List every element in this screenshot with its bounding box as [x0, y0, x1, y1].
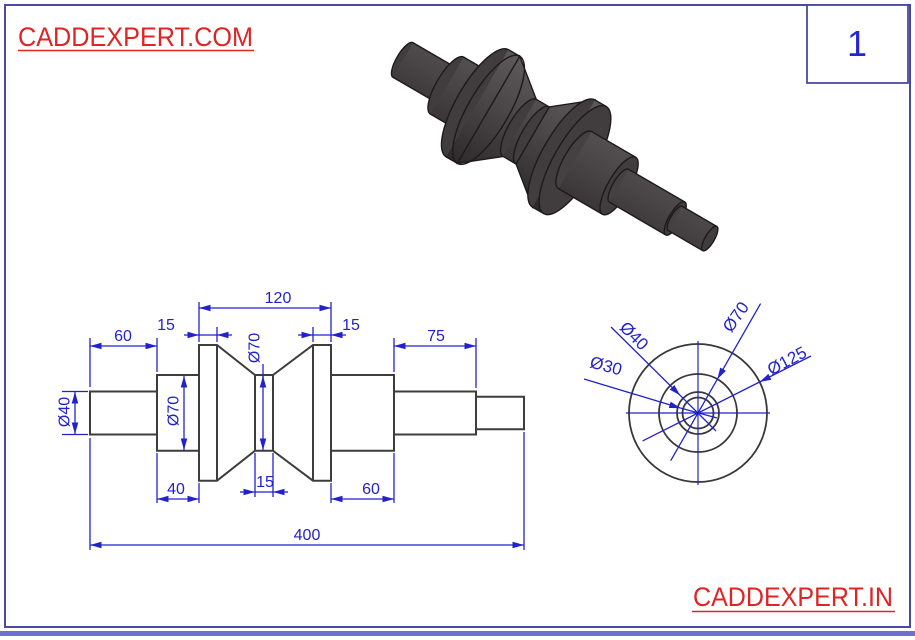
cylinder-end-cap [701, 225, 719, 252]
dim-text-15-left: 15 [157, 317, 175, 334]
dim-text-60-bottom: 60 [362, 481, 380, 498]
leader-d40 [610, 326, 681, 396]
dim-text-15-bottom: 15 [256, 474, 274, 491]
dim-text-75: 75 [427, 328, 445, 345]
flange-rim [451, 54, 526, 166]
cylinder-edges [558, 130, 637, 215]
leader-d125-tail [642, 381, 760, 442]
label-d30: Ø30 [588, 353, 624, 380]
part-outline [89, 344, 525, 482]
label-d40: Ø40 [616, 318, 652, 354]
part-profile [89, 344, 525, 482]
front-view: 60 15 120 15 75 Ø70 Ø40 Ø70 40 15 60 400 [57, 290, 525, 550]
dim-text-40: 40 [167, 481, 185, 498]
title-block: 1 [806, 4, 909, 84]
header-brand: CADDEXPERT.COM [18, 22, 254, 52]
leader-d125 [759, 355, 812, 383]
dim-text-120: 120 [265, 290, 292, 307]
cylinder-edges [609, 168, 686, 236]
leader-d30 [583, 378, 681, 409]
dim-text-400: 400 [294, 527, 321, 544]
footer-site-text: CADDEXPERT.IN [693, 582, 893, 612]
dim-text-15-right: 15 [342, 317, 360, 334]
flange-body [446, 49, 520, 164]
cylinder-edges [667, 205, 718, 252]
title-block-box [806, 4, 909, 84]
header-site-text: CADDEXPERT.COM [18, 22, 253, 52]
leader-d70-tail [670, 378, 718, 462]
end-view-leaders [583, 303, 812, 462]
dim-text-shaft-dia: Ø40 [57, 397, 74, 427]
page-border [4, 4, 911, 628]
end-view: Ø30 Ø40 Ø70 Ø125 [583, 298, 812, 485]
label-d125: Ø125 [764, 343, 810, 379]
leader-d70 [716, 303, 762, 380]
label-d70: Ø70 [719, 298, 753, 335]
front-dimensions [62, 302, 525, 550]
dim-text-groove-dia: Ø70 [247, 333, 264, 363]
isometric-view [390, 41, 719, 252]
footer-brand: CADDEXPERT.IN [692, 582, 895, 613]
cylinder-body [558, 131, 636, 215]
dim-text-hub-dia: Ø70 [166, 396, 183, 426]
dim-text-60-top: 60 [114, 328, 132, 345]
sheet-number: 1 [847, 23, 867, 64]
cylinder-body [609, 169, 685, 235]
part-step-edges [156, 345, 477, 481]
